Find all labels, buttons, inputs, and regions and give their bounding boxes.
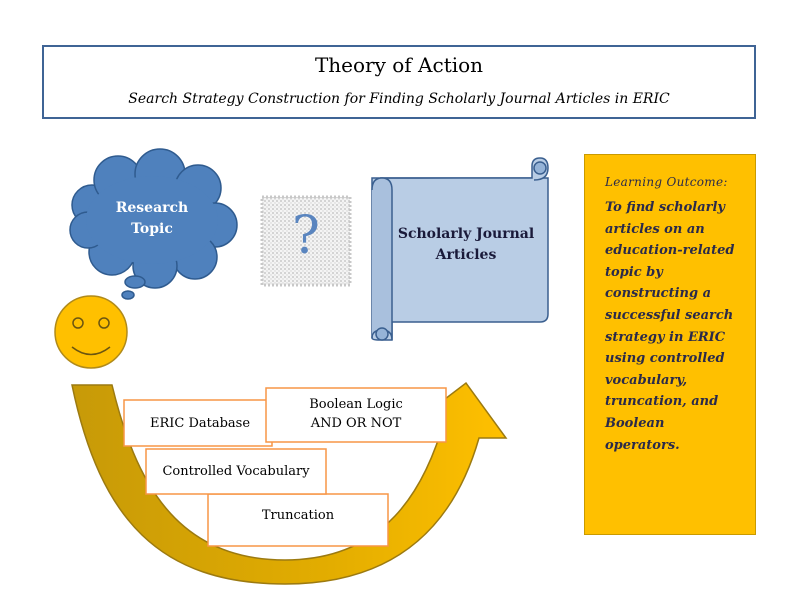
research-topic-line2: Topic — [131, 221, 173, 237]
research-topic-line1: Research — [115, 200, 189, 216]
eric-database-label: ERIC Database — [149, 416, 251, 431]
boolean-logic-line1: Boolean Logic — [309, 397, 403, 412]
research-topic-label: Research Topic — [104, 198, 200, 240]
title-box: Theory of Action Search Strategy Constru… — [42, 45, 756, 119]
boolean-logic-label: Boolean Logic AND OR NOT — [266, 395, 446, 433]
question-mark-image — [260, 195, 352, 287]
boolean-box — [265, 387, 447, 443]
scroll-shape — [371, 157, 549, 341]
learning-outcome-text: To find scholarly articles on an educati… — [605, 200, 735, 453]
diagram-subtitle: Search Strategy Construction for Finding… — [128, 91, 670, 107]
truncation-label: Truncation — [261, 508, 335, 523]
question-mark-glyph: ? — [292, 206, 320, 266]
scholarly-articles-line1: Scholarly Journal — [397, 226, 535, 242]
vocabulary-box — [145, 448, 327, 495]
learning-outcome-title: Learning Outcome: — [605, 175, 728, 189]
concept-boxes — [123, 387, 447, 547]
scholarly-articles-line2: Articles — [435, 247, 497, 263]
controlled-vocabulary-label: Controlled Vocabulary — [162, 464, 310, 479]
smiley-face-icon — [54, 295, 128, 369]
thought-cloud — [69, 148, 238, 300]
truncation-box — [207, 493, 389, 547]
boolean-logic-line2: AND OR NOT — [310, 416, 402, 431]
diagram-title: Theory of Action — [314, 53, 484, 77]
scholarly-articles-label: Scholarly Journal Articles — [394, 224, 538, 266]
learning-outcome-panel: Learning Outcome: To find scholarly arti… — [584, 154, 756, 535]
curved-arrow — [71, 381, 508, 585]
